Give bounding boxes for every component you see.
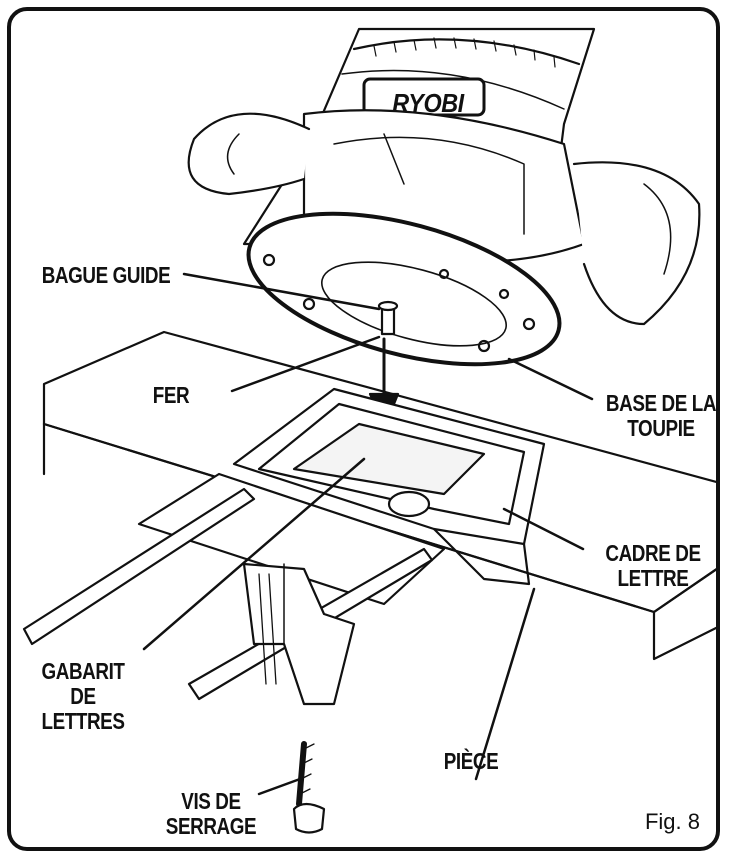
label-vis-serrage: VIS DE SERRAGE	[165, 788, 257, 839]
label-bague-guide: BAGUE GUIDE	[41, 262, 171, 288]
label-cadre-lettre: CADRE DE LETTRE	[605, 540, 701, 591]
brand-logo: RYOBI	[392, 88, 464, 118]
label-fer: FER	[152, 382, 190, 408]
clamp	[242, 562, 356, 834]
router	[187, 27, 701, 367]
leader-lines	[142, 272, 594, 796]
label-base-toupie: BASE DE LA TOUPIE	[605, 390, 717, 441]
letter-frame	[232, 387, 546, 586]
label-gabarit-lettres: GABARIT DE LETTRES	[41, 658, 125, 734]
figure-number: Fig. 8	[644, 809, 700, 834]
router-illustration	[22, 27, 716, 834]
label-piece: PIÈCE	[443, 748, 499, 774]
figure-frame: RYOBI BAGUE GUIDE FER BASE DE LA TOUPIE …	[7, 7, 720, 851]
